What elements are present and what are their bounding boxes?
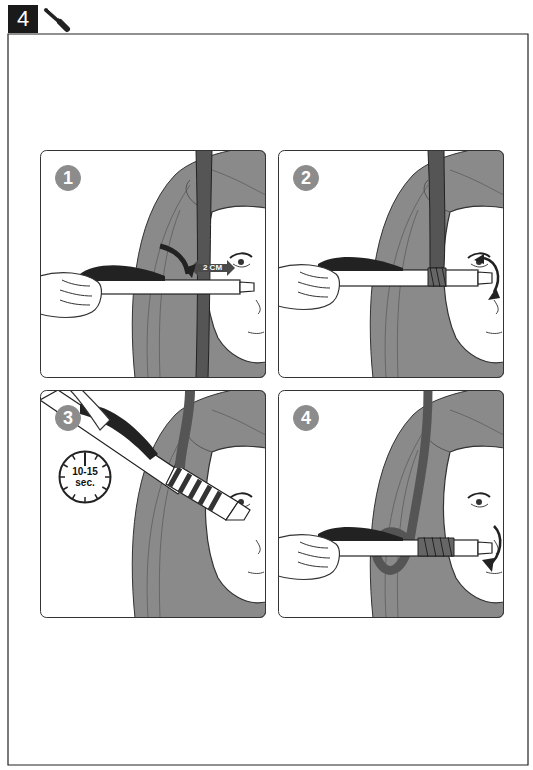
step-number: 1 <box>54 164 82 192</box>
duration-text: 10-15 sec. <box>70 466 100 488</box>
number-text: 4 <box>17 6 29 32</box>
step-number: 2 <box>292 164 320 192</box>
number-text: 3 <box>63 408 73 429</box>
timer-symbol: 10-15 sec. <box>58 450 112 504</box>
step-number: 3 <box>54 404 82 432</box>
section-number: 4 <box>8 5 38 33</box>
curler-icon <box>41 5 71 33</box>
dimension-label: 2 CM <box>190 262 235 274</box>
dimension-arrow <box>190 260 235 276</box>
number-text: 4 <box>301 408 311 429</box>
step-number: 4 <box>292 404 320 432</box>
number-text: 1 <box>63 168 73 189</box>
number-text: 2 <box>301 168 311 189</box>
